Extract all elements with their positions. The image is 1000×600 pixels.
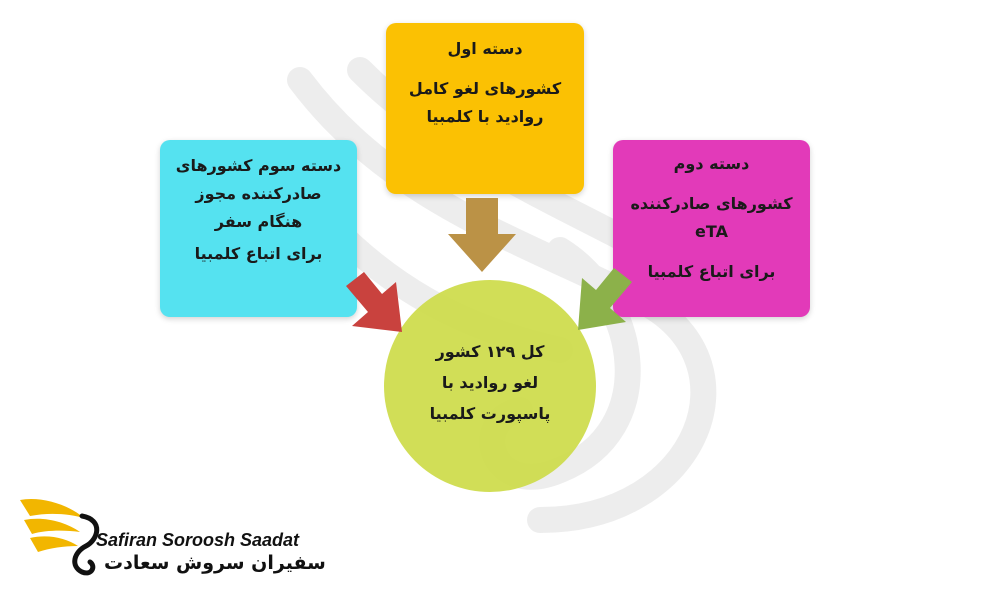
swan-wing-logo-icon <box>20 498 100 576</box>
category-three-line1: دسته سوم کشورهای <box>175 156 342 175</box>
category-one-title: دسته اول <box>447 39 523 58</box>
category-two-line3: برای اتباع کلمبیا <box>647 262 776 281</box>
category-three-line4: برای اتباع کلمبیا <box>194 244 323 263</box>
total-summary-circle: کل ۱۲۹ کشور لغو روادید با پاسپورت کلمبیا <box>384 280 596 492</box>
arrow-right-down-icon <box>346 272 402 332</box>
category-three-line2: صادرکننده مجوز <box>195 184 322 203</box>
total-line3: پاسپورت کلمبیا <box>429 404 551 424</box>
arrow-down-icon <box>448 198 516 272</box>
total-line2: لغو روادید با <box>441 373 539 393</box>
brand-name-persian: سفیران سروش سعادت <box>104 552 326 574</box>
category-two-box: دسته دوم کشورهای صادرکننده eTA برای اتبا… <box>613 140 810 317</box>
category-three-line3: هنگام سفر <box>214 212 303 231</box>
arrow-left-down-icon <box>578 268 632 330</box>
category-one-line1: کشورهای لغو کامل <box>408 79 562 98</box>
category-two-line2: eTA <box>695 222 728 241</box>
total-line1: کل ۱۲۹ کشور <box>435 342 545 361</box>
brand-name-english: Safiran Soroosh Saadat <box>96 530 300 550</box>
category-three-box: دسته سوم کشورهای صادرکننده مجوز هنگام سف… <box>160 140 357 317</box>
category-two-line1: کشورهای صادرکننده <box>630 194 793 213</box>
category-two-title: دسته دوم <box>673 154 750 173</box>
category-one-box: دسته اول کشورهای لغو کامل روادید با کلمب… <box>386 23 584 194</box>
category-one-line2: روادید با کلمبیا <box>426 107 544 126</box>
